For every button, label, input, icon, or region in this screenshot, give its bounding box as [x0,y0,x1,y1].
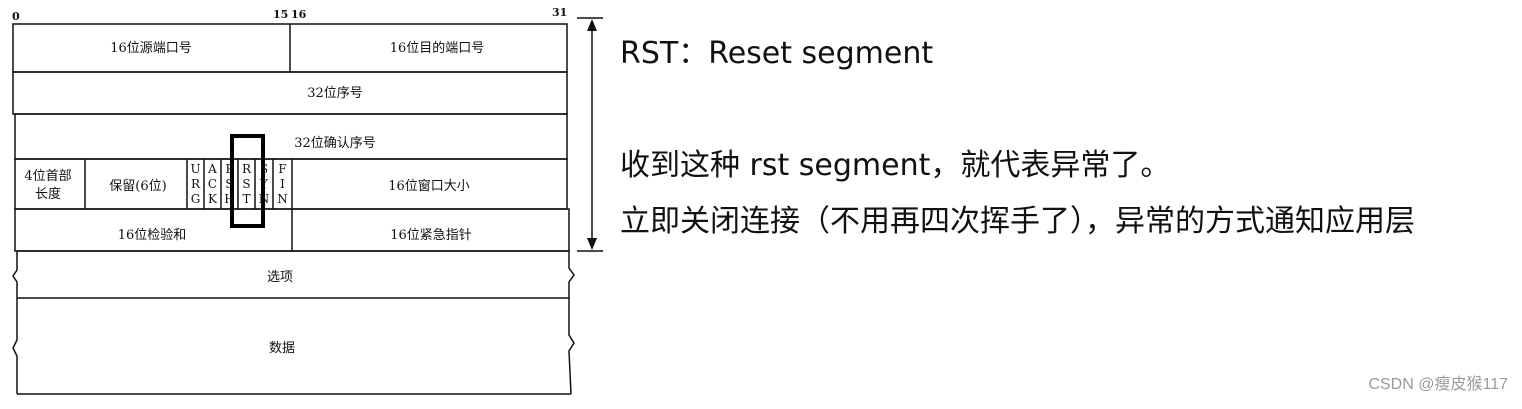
flag-syn-s: S [260,162,268,176]
field-window: 16位窗口大小 [388,178,470,194]
flag-urg-g: G [191,192,201,206]
row-seq [12,71,568,115]
flag-psh-s: S [225,177,233,191]
bit-label-16: 16 [291,8,307,21]
flag-fin-f: F [278,162,286,176]
field-options: 选项 [267,270,293,285]
flag-fin-i: I [280,177,285,191]
flag-ack-k: K [208,192,218,206]
flag-urg-u: U [190,162,200,176]
flag-rst-t: T [242,192,250,206]
rst-title: RST：Reset segment [620,36,934,71]
arrow-up-icon [587,19,597,31]
row-flags [14,158,568,210]
flag-fin-n: N [277,192,288,206]
bit-label-31: 31 [552,6,567,19]
field-urgent: 16位紧急指针 [390,228,472,243]
flag-rst-r: R [242,162,252,176]
bit-label-15: 15 [273,8,288,21]
bit-label-0: 0 [12,10,20,23]
field-src-port: 16位源端口号 [110,41,192,56]
field-ack-seq: 32位确认序号 [294,136,376,151]
field-checksum: 16位检验和 [118,227,187,243]
note-line-1: 收到这种 rst segment，就代表异常了。 [620,148,1171,183]
flag-psh-h: H [224,192,234,206]
row-ack [14,113,568,160]
flag-psh-p: P [225,162,233,176]
note-line-2: 立即关闭连接（不用再四次挥手了），异常的方式通知应用层 [620,204,1415,239]
field-header-len-1: 4位首部 [24,169,71,184]
field-seq: 32位序号 [307,86,363,101]
flag-ack-a: A [207,162,217,176]
flag-syn-y: Y [259,177,269,191]
flag-ack-c: C [208,177,217,191]
tcp-header-diagram: 0 15 16 31 [0,0,610,404]
flag-syn-n: N [259,192,270,206]
rst-highlight-box [230,134,265,228]
field-data: 数据 [269,341,295,356]
arrow-down-icon [587,238,597,250]
field-header-len-2: 长度 [35,186,61,202]
field-dst-port: 16位目的端口号 [390,40,485,56]
flag-urg-r: R [191,177,201,191]
flag-rst-s: S [242,177,250,191]
watermark: CSDN @瘦皮猴117 [1368,376,1508,393]
field-reserved: 保留(6位) [109,179,166,194]
